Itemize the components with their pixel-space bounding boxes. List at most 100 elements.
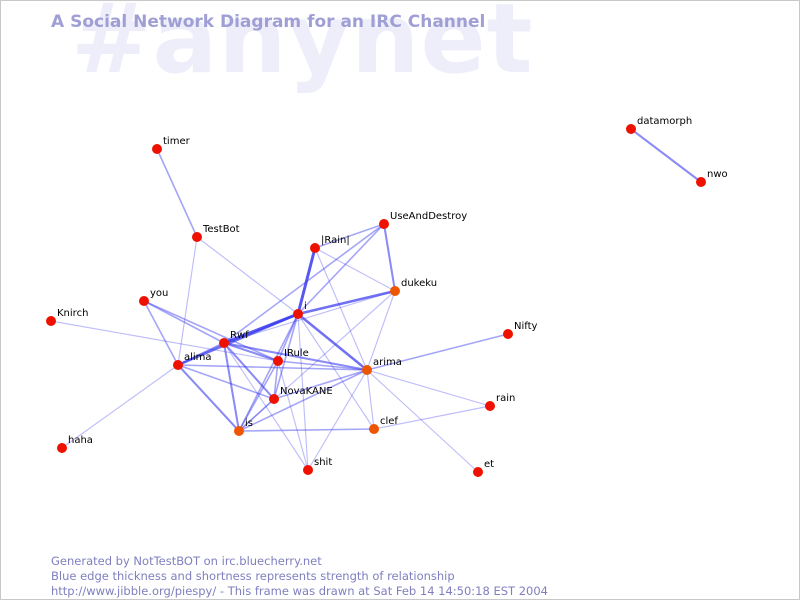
edge-is-clef (238, 428, 375, 432)
edge-Rain-UseAndDestroy (314, 223, 385, 249)
edge-i-clef (297, 313, 375, 430)
edge-alima-arima (177, 364, 368, 371)
edge-Rwf-IRule (222, 341, 280, 363)
node-dot (192, 232, 202, 242)
node-label: clef (380, 416, 398, 427)
node-dot (503, 329, 513, 339)
node-IRule: IRule (273, 348, 309, 366)
node-dot (485, 401, 495, 411)
node-is: is (234, 418, 253, 436)
node-alima: alima (173, 352, 212, 370)
node-label: Rwf (230, 330, 249, 341)
edge-Rwf-shit (223, 342, 309, 471)
node-label: et (484, 459, 494, 470)
edge-NovaKANE-is (238, 398, 275, 432)
node-Rwf: Rwf (219, 330, 249, 348)
node-dot (273, 356, 283, 366)
edge-IRule-shit (277, 360, 309, 471)
node-haha: haha (57, 435, 93, 453)
node-label: arima (373, 357, 402, 368)
node-label: |Rain| (321, 235, 350, 246)
node-dot (303, 465, 313, 475)
node-label: alima (184, 352, 212, 363)
node-dot (369, 424, 379, 434)
node-label: nwo (707, 169, 728, 180)
edge-TestBot-i (196, 236, 299, 315)
footer-url-timestamp: http://www.jibble.org/piespy/ - This fra… (51, 584, 548, 598)
node-dukeku: dukeku (390, 278, 437, 296)
edge-arima-is (238, 369, 368, 432)
node-dot (234, 426, 244, 436)
edge-arima-shit (307, 369, 368, 471)
edge-arima-rain (366, 369, 491, 407)
edge-dukeku-arima (366, 290, 396, 371)
edge-IRule-NovaKANE (273, 360, 279, 400)
edge-timer-TestBot (156, 148, 198, 238)
node-datamorph: datamorph (626, 116, 692, 134)
node-dot (219, 338, 229, 348)
edge-i-is (238, 313, 299, 432)
node-label: IRule (284, 348, 309, 359)
node-nwo: nwo (696, 169, 728, 187)
edge-arima-et (366, 369, 479, 473)
node-label: Nifty (514, 321, 538, 332)
node-dot (152, 144, 162, 154)
edge-you-Rwf (143, 300, 225, 344)
node-dot (46, 316, 56, 326)
footer: Generated by NotTestBOT on irc.bluecherr… (51, 554, 548, 599)
edge-you-alima (143, 300, 179, 366)
edge-dukeku-i (296, 289, 397, 316)
node-clef: clef (369, 416, 398, 434)
edge-Rain-arima (314, 247, 368, 371)
edge-UseAndDestroy-dukeku (382, 222, 397, 293)
node-label: UseAndDestroy (390, 211, 467, 222)
node-UseAndDestroy: UseAndDestroy (379, 211, 467, 229)
edge-arima-Nifty (366, 333, 509, 371)
edge-arima-NovaKANE (273, 369, 368, 400)
node-dot (310, 243, 320, 253)
node-rain: rain (485, 393, 515, 411)
edge-Knirch-IRule (50, 320, 279, 362)
node-dot (173, 360, 183, 370)
node-label: NovaKANE (280, 386, 333, 397)
node-dot (293, 309, 303, 319)
node-label: is (245, 418, 253, 429)
node-arima: arima (362, 357, 402, 375)
node-Nifty: Nifty (503, 321, 538, 339)
footer-generated-by: Generated by NotTestBOT on irc.bluecherr… (51, 554, 322, 568)
edge-TestBot-alima (177, 236, 198, 366)
edge-UseAndDestroy-i (297, 223, 385, 315)
node-label: Knirch (57, 308, 88, 319)
node-layer: timerTestBot|Rain|UseAndDestroydukekuiyo… (46, 116, 728, 477)
edge-alima-NovaKANE (177, 364, 275, 400)
diagram-title: A Social Network Diagram for an IRC Chan… (51, 12, 486, 32)
edge-UseAndDestroy-Rwf (223, 223, 385, 344)
node-TestBot: TestBot (192, 224, 240, 242)
node-label: TestBot (202, 224, 240, 235)
node-dot (473, 467, 483, 477)
edge-i-NovaKANE (273, 313, 299, 400)
channel-watermark: #anynet (71, 0, 534, 95)
node-dot (362, 365, 372, 375)
node-dot (696, 177, 706, 187)
edge-layer (50, 127, 703, 473)
node-dot (390, 286, 400, 296)
edge-i-arima (296, 312, 369, 372)
edge-alima-is (176, 363, 241, 433)
node-et: et (473, 459, 494, 477)
node-timer: timer (152, 136, 191, 154)
edge-you-IRule (143, 300, 279, 362)
node-Knirch: Knirch (46, 308, 88, 326)
edge-IRule-arima (277, 360, 368, 371)
edge-alima-haha (61, 364, 179, 449)
node-label: rain (496, 393, 515, 404)
edge-Rwf-is (222, 341, 241, 433)
edge-Rwf-alima (176, 341, 226, 367)
node-label: datamorph (637, 116, 692, 127)
node-i: i (293, 301, 307, 319)
node-label: timer (163, 136, 191, 147)
node-dot (139, 296, 149, 306)
node-label: dukeku (401, 278, 437, 289)
node-NovaKANE: NovaKANE (269, 386, 333, 404)
